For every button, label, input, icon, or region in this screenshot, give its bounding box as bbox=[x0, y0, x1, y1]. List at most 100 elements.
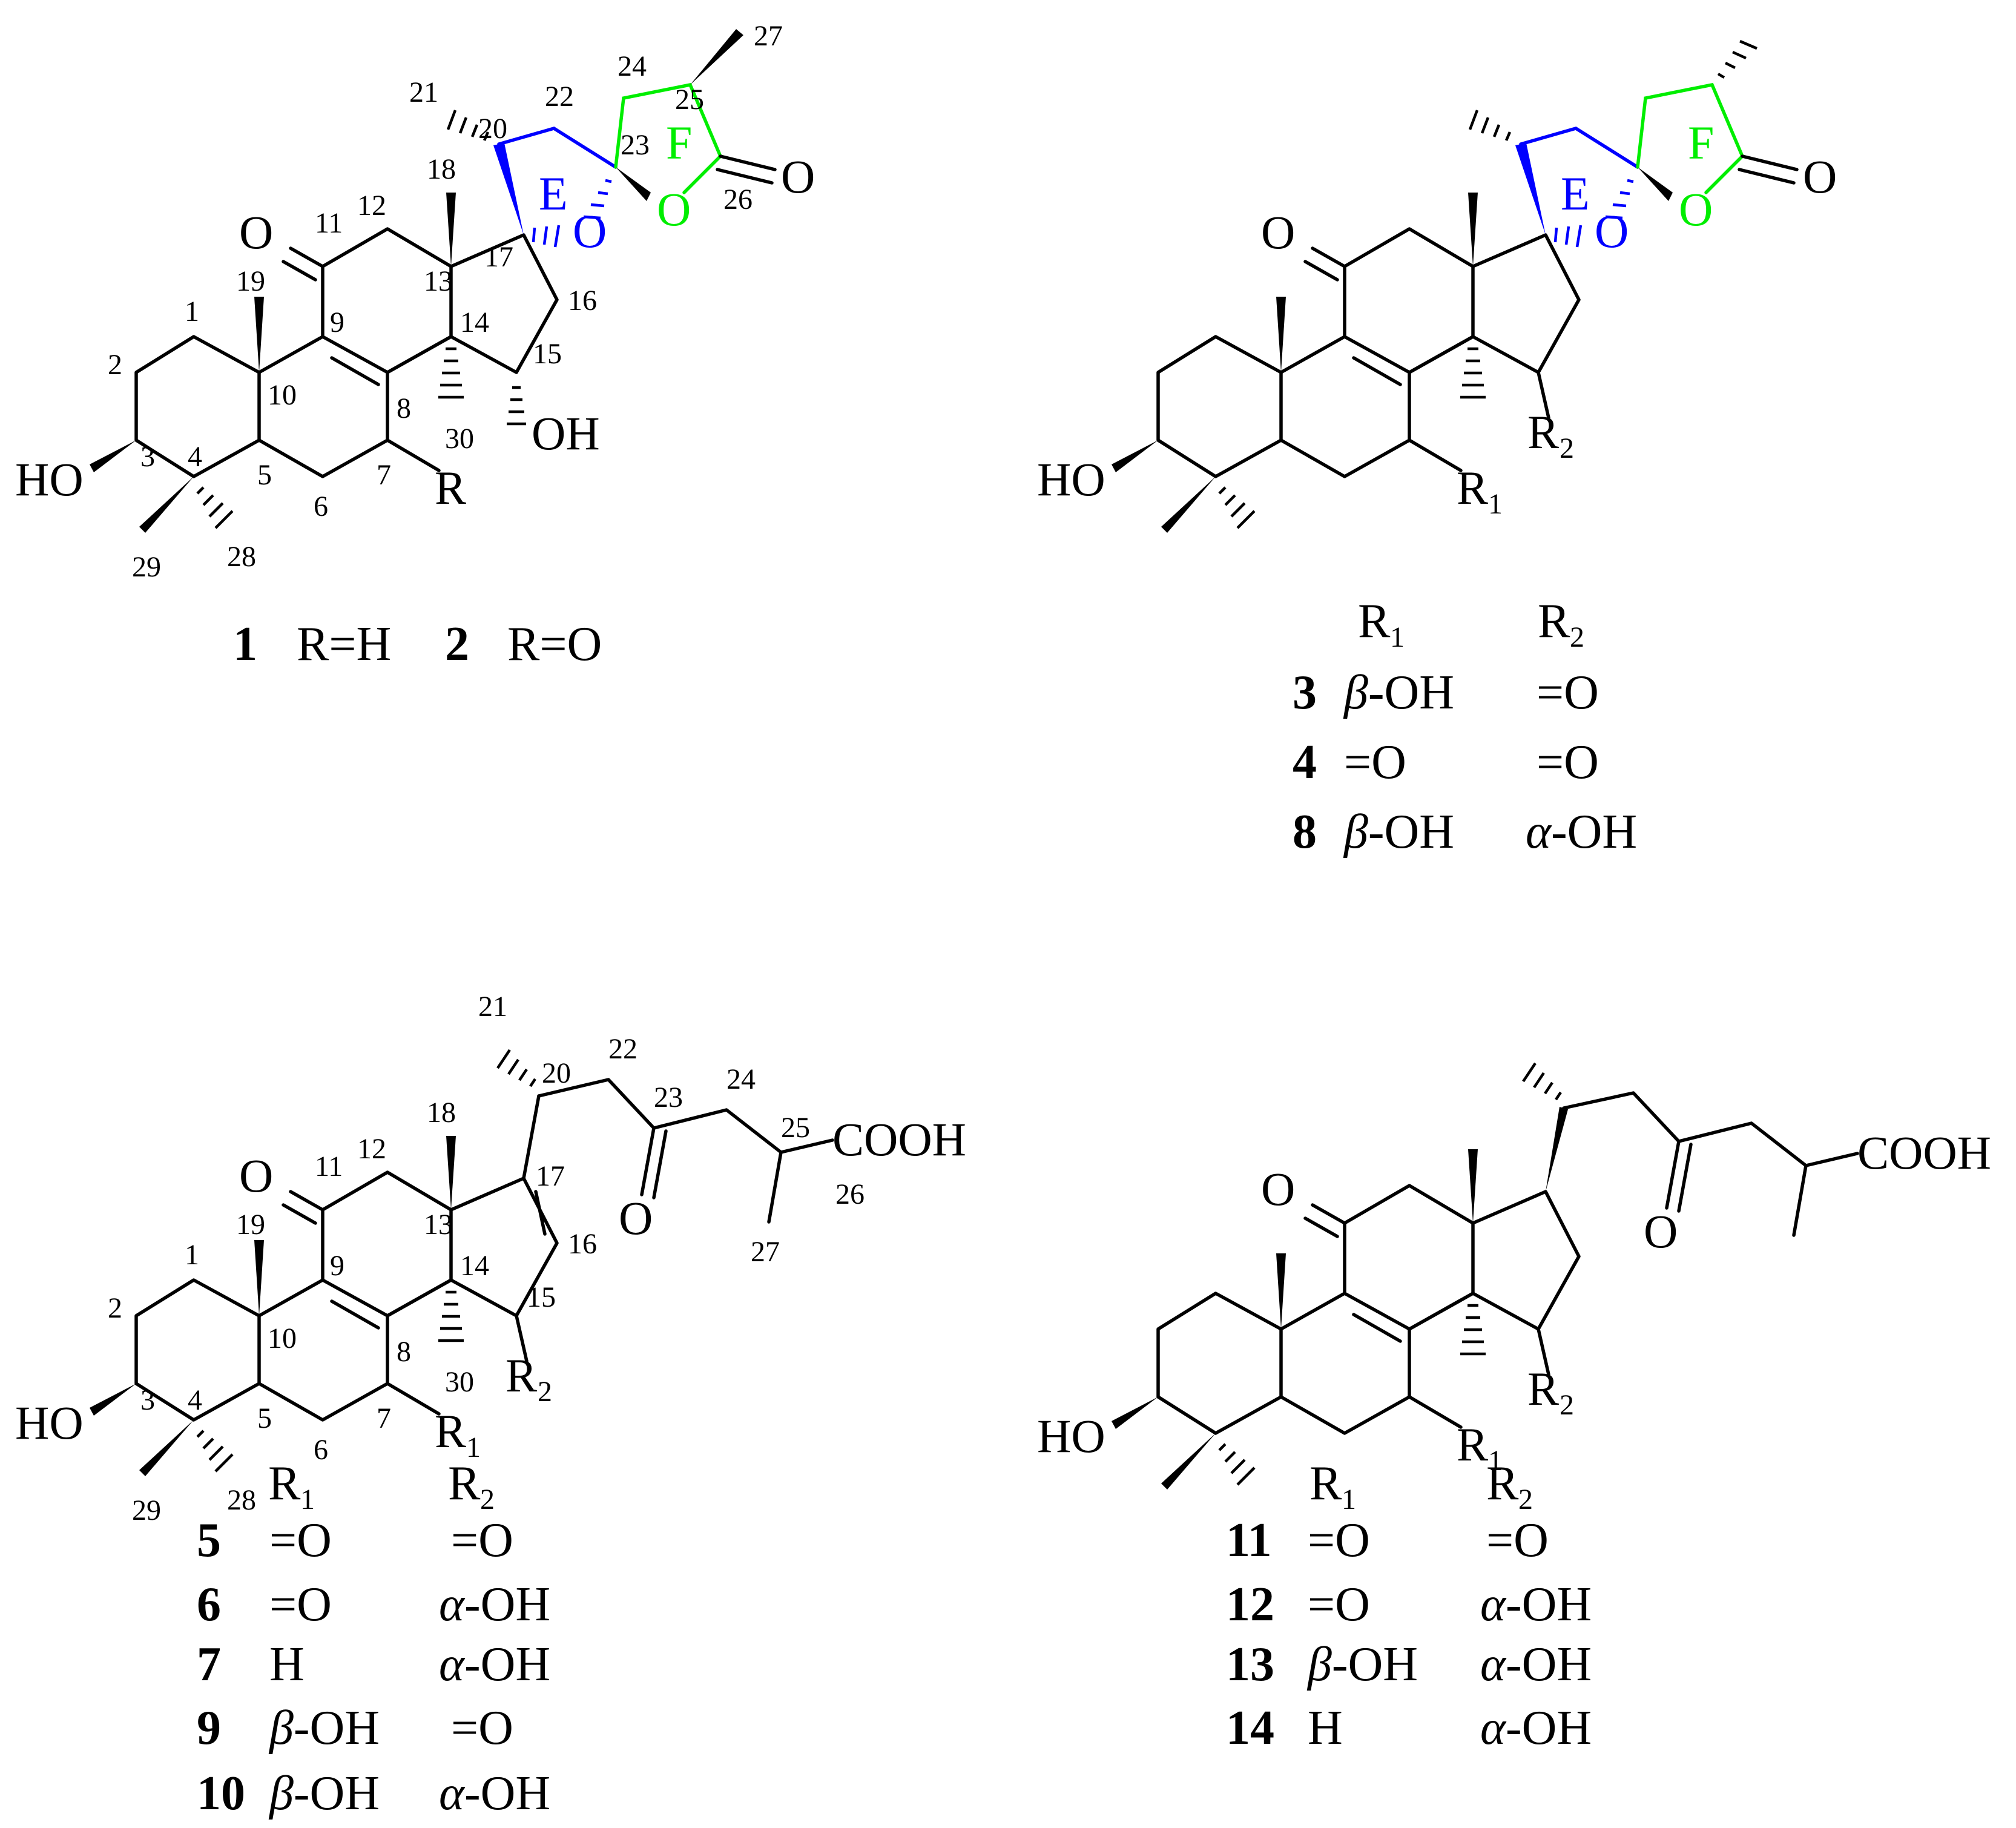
atom-oh-c15: OH bbox=[532, 407, 600, 460]
svg-text:28: 28 bbox=[227, 1484, 256, 1516]
row-r1: =O bbox=[269, 1514, 332, 1567]
row-r1: β-OH bbox=[1306, 1638, 1418, 1691]
atom-r1-sub: 1 bbox=[466, 1431, 481, 1463]
header-r1-sub: 1 bbox=[1390, 621, 1405, 653]
row-r1: =O bbox=[1308, 1578, 1370, 1631]
header-r1-sub: 1 bbox=[300, 1483, 315, 1516]
svg-text:15: 15 bbox=[527, 1281, 556, 1313]
atom-r: R bbox=[435, 461, 466, 514]
compound-2-id: 2 bbox=[445, 618, 469, 671]
ring-label-f: F bbox=[1688, 116, 1714, 169]
svg-text:19: 19 bbox=[236, 265, 265, 297]
svg-text:12: 12 bbox=[357, 190, 386, 222]
svg-text:29: 29 bbox=[132, 1494, 161, 1526]
atom-r2-sub: 2 bbox=[538, 1376, 552, 1408]
svg-text:14: 14 bbox=[460, 1250, 489, 1282]
svg-text:6: 6 bbox=[314, 1434, 328, 1466]
svg-text:8: 8 bbox=[397, 392, 411, 424]
svg-text:27: 27 bbox=[751, 1236, 780, 1268]
atom-r2-sub: 2 bbox=[1560, 432, 1574, 464]
svg-text:17: 17 bbox=[484, 241, 513, 273]
hash-bond-c30 bbox=[438, 347, 464, 399]
svg-text:24: 24 bbox=[726, 1063, 756, 1095]
svg-text:23: 23 bbox=[621, 129, 650, 161]
row-id: 12 bbox=[1226, 1578, 1274, 1631]
svg-text:2: 2 bbox=[108, 1292, 122, 1324]
svg-text:15: 15 bbox=[533, 338, 562, 370]
row-id: 14 bbox=[1226, 1701, 1274, 1755]
svg-text:12: 12 bbox=[357, 1133, 386, 1165]
svg-text:29: 29 bbox=[132, 551, 161, 583]
svg-text:5: 5 bbox=[257, 459, 272, 491]
svg-text:18: 18 bbox=[427, 1097, 456, 1129]
structure-panel-a: O HO OH R O O O E F 1 2 3 4 5 6 7 8 9 10… bbox=[15, 20, 815, 671]
header-r1: R bbox=[268, 1457, 301, 1510]
svg-text:3: 3 bbox=[140, 1384, 155, 1416]
svg-text:7: 7 bbox=[377, 1402, 391, 1434]
svg-text:23: 23 bbox=[654, 1081, 683, 1114]
row-id: 6 bbox=[197, 1578, 221, 1631]
row-r1: β-OH bbox=[268, 1767, 380, 1820]
compound-1-substituent: R=H bbox=[297, 618, 391, 671]
atom-r2: R bbox=[1527, 406, 1559, 458]
row-id: 7 bbox=[197, 1638, 221, 1691]
svg-text:16: 16 bbox=[568, 1228, 597, 1260]
row-r1: H bbox=[269, 1638, 305, 1691]
row-r2: α-OH bbox=[439, 1638, 550, 1691]
row-id: 5 bbox=[197, 1514, 221, 1567]
svg-text:1: 1 bbox=[185, 1239, 199, 1271]
svg-text:20: 20 bbox=[542, 1057, 571, 1089]
atom-o-ring-f: O bbox=[657, 183, 691, 236]
substituent-table-d: R 1 R 2 11 =O =O 12 =O α-OH 13 β-OH α-OH… bbox=[1226, 1457, 1592, 1755]
structure-panel-d: O HO R 1 R 2 O COOH bbox=[1037, 1062, 1991, 1490]
atom-r1: R bbox=[435, 1405, 466, 1457]
row-r2: α-OH bbox=[1480, 1638, 1592, 1691]
atom-r1-sub: 1 bbox=[1488, 1445, 1503, 1477]
svg-text:9: 9 bbox=[330, 1250, 344, 1282]
svg-text:13: 13 bbox=[424, 265, 453, 297]
header-r2-sub: 2 bbox=[480, 1483, 495, 1516]
header-r2-sub: 2 bbox=[1518, 1483, 1533, 1516]
substituent-table-c: R 1 R 2 5 =O =O 6 =O α-OH 7 H α-OH 9 β-O… bbox=[197, 1457, 550, 1820]
row-r2: α-OH bbox=[1480, 1701, 1592, 1755]
svg-text:20: 20 bbox=[478, 113, 507, 145]
row-r1: β-OH bbox=[1343, 805, 1454, 859]
row-id: 11 bbox=[1226, 1514, 1272, 1567]
atom-ho-c3: HO bbox=[1037, 1410, 1105, 1462]
compound-2-substituent: R=O bbox=[507, 618, 602, 671]
atom-r1-sub: 1 bbox=[1488, 488, 1503, 520]
hash-bond-c15-oh bbox=[507, 386, 526, 426]
svg-text:13: 13 bbox=[424, 1209, 453, 1241]
atom-r1: R bbox=[1457, 461, 1488, 514]
row-r1: β-OH bbox=[268, 1701, 380, 1755]
svg-text:21: 21 bbox=[409, 76, 438, 108]
svg-text:22: 22 bbox=[545, 81, 574, 113]
atom-o-c23: O bbox=[1644, 1205, 1678, 1258]
atom-o-c11: O bbox=[1261, 206, 1295, 259]
atom-ho-c3: HO bbox=[15, 453, 84, 506]
svg-text:22: 22 bbox=[608, 1033, 637, 1065]
locants-panel-a: 1 2 3 4 5 6 7 8 9 10 11 12 13 14 15 16 1… bbox=[108, 20, 783, 583]
svg-text:7: 7 bbox=[377, 459, 391, 491]
svg-text:24: 24 bbox=[618, 50, 647, 82]
row-r1: =O bbox=[1344, 736, 1406, 789]
atom-o-c11: O bbox=[1261, 1163, 1295, 1215]
ring-label-e: E bbox=[539, 167, 568, 220]
row-id: 4 bbox=[1293, 736, 1317, 789]
row-r1: =O bbox=[1308, 1514, 1370, 1567]
row-r2: =O bbox=[451, 1701, 513, 1755]
header-r1: R bbox=[1358, 595, 1391, 648]
svg-text:11: 11 bbox=[315, 207, 343, 239]
svg-text:26: 26 bbox=[835, 1178, 865, 1210]
row-r1: =O bbox=[269, 1578, 332, 1631]
atom-ho-c3: HO bbox=[15, 1396, 84, 1449]
atom-r2: R bbox=[506, 1349, 537, 1402]
atom-o-c26: O bbox=[1803, 150, 1837, 203]
svg-text:18: 18 bbox=[427, 153, 456, 185]
header-r2: R bbox=[448, 1457, 481, 1510]
atom-cooh: COOH bbox=[1857, 1126, 1991, 1179]
svg-text:4: 4 bbox=[188, 1384, 202, 1416]
svg-text:9: 9 bbox=[330, 306, 344, 338]
atom-r2: R bbox=[1527, 1362, 1559, 1415]
